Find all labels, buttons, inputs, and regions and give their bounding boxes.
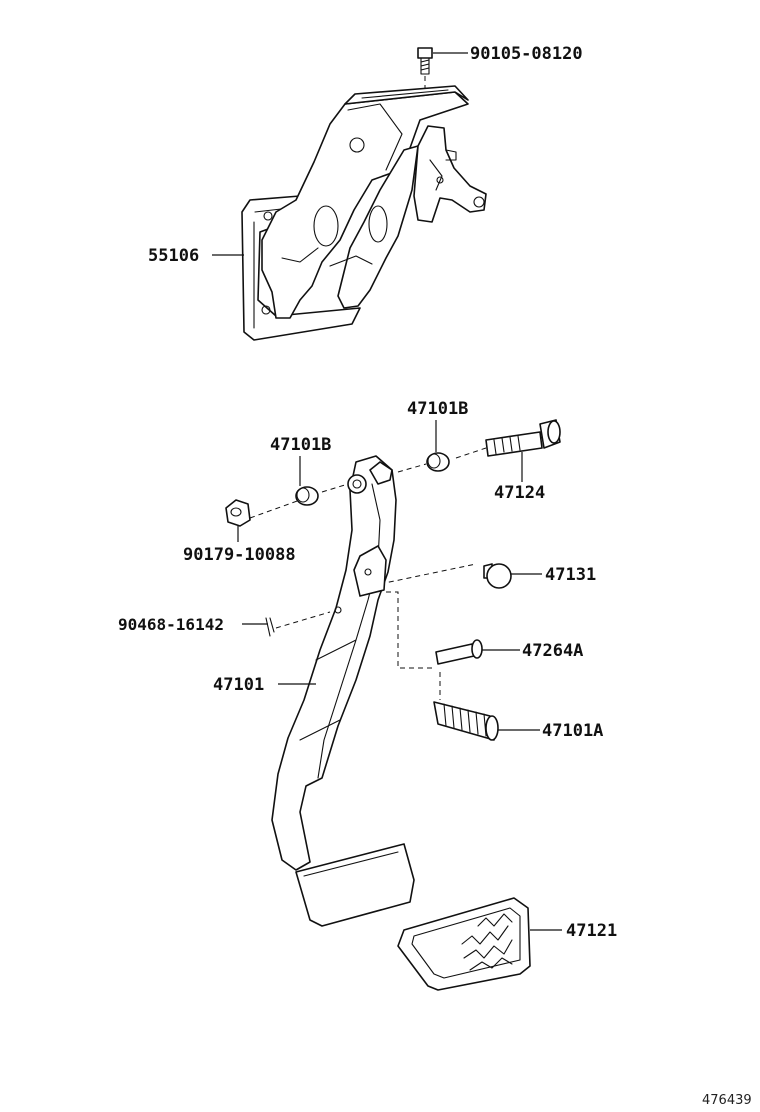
nut-part [225, 499, 251, 527]
pedal-arm-label: 47101 [213, 675, 264, 695]
bushing-left-part [295, 486, 319, 506]
bushing-left-label: 47101B [270, 435, 331, 455]
spring-label: 47101A [542, 721, 603, 741]
pedal-bracket-part [241, 85, 487, 341]
assembly-lines [249, 447, 487, 700]
top-bolt-label: 90105-08120 [470, 44, 583, 64]
bushing-right-part [426, 452, 450, 472]
nut-label: 90179-10088 [183, 545, 296, 565]
diagram-reference-number: 476439 [702, 1093, 752, 1108]
bushing-right-label: 47101B [407, 399, 468, 419]
pivot-bolt-part [485, 419, 561, 457]
top-bolt-part [417, 47, 433, 96]
stopper-label: 47131 [545, 565, 596, 585]
pin-label: 47264A [522, 641, 583, 661]
clip-label: 90468-16142 [118, 615, 224, 634]
pedal-pad-part [397, 897, 531, 991]
spring-part [433, 701, 499, 741]
pedal-pad-label: 47121 [566, 921, 617, 941]
pivot-bolt-label: 47124 [494, 483, 545, 503]
pin-part [435, 639, 483, 665]
stopper-part [483, 563, 512, 589]
pedal-arm-part [271, 455, 415, 927]
bracket-label: 55106 [148, 246, 199, 266]
clip-part [265, 617, 275, 637]
